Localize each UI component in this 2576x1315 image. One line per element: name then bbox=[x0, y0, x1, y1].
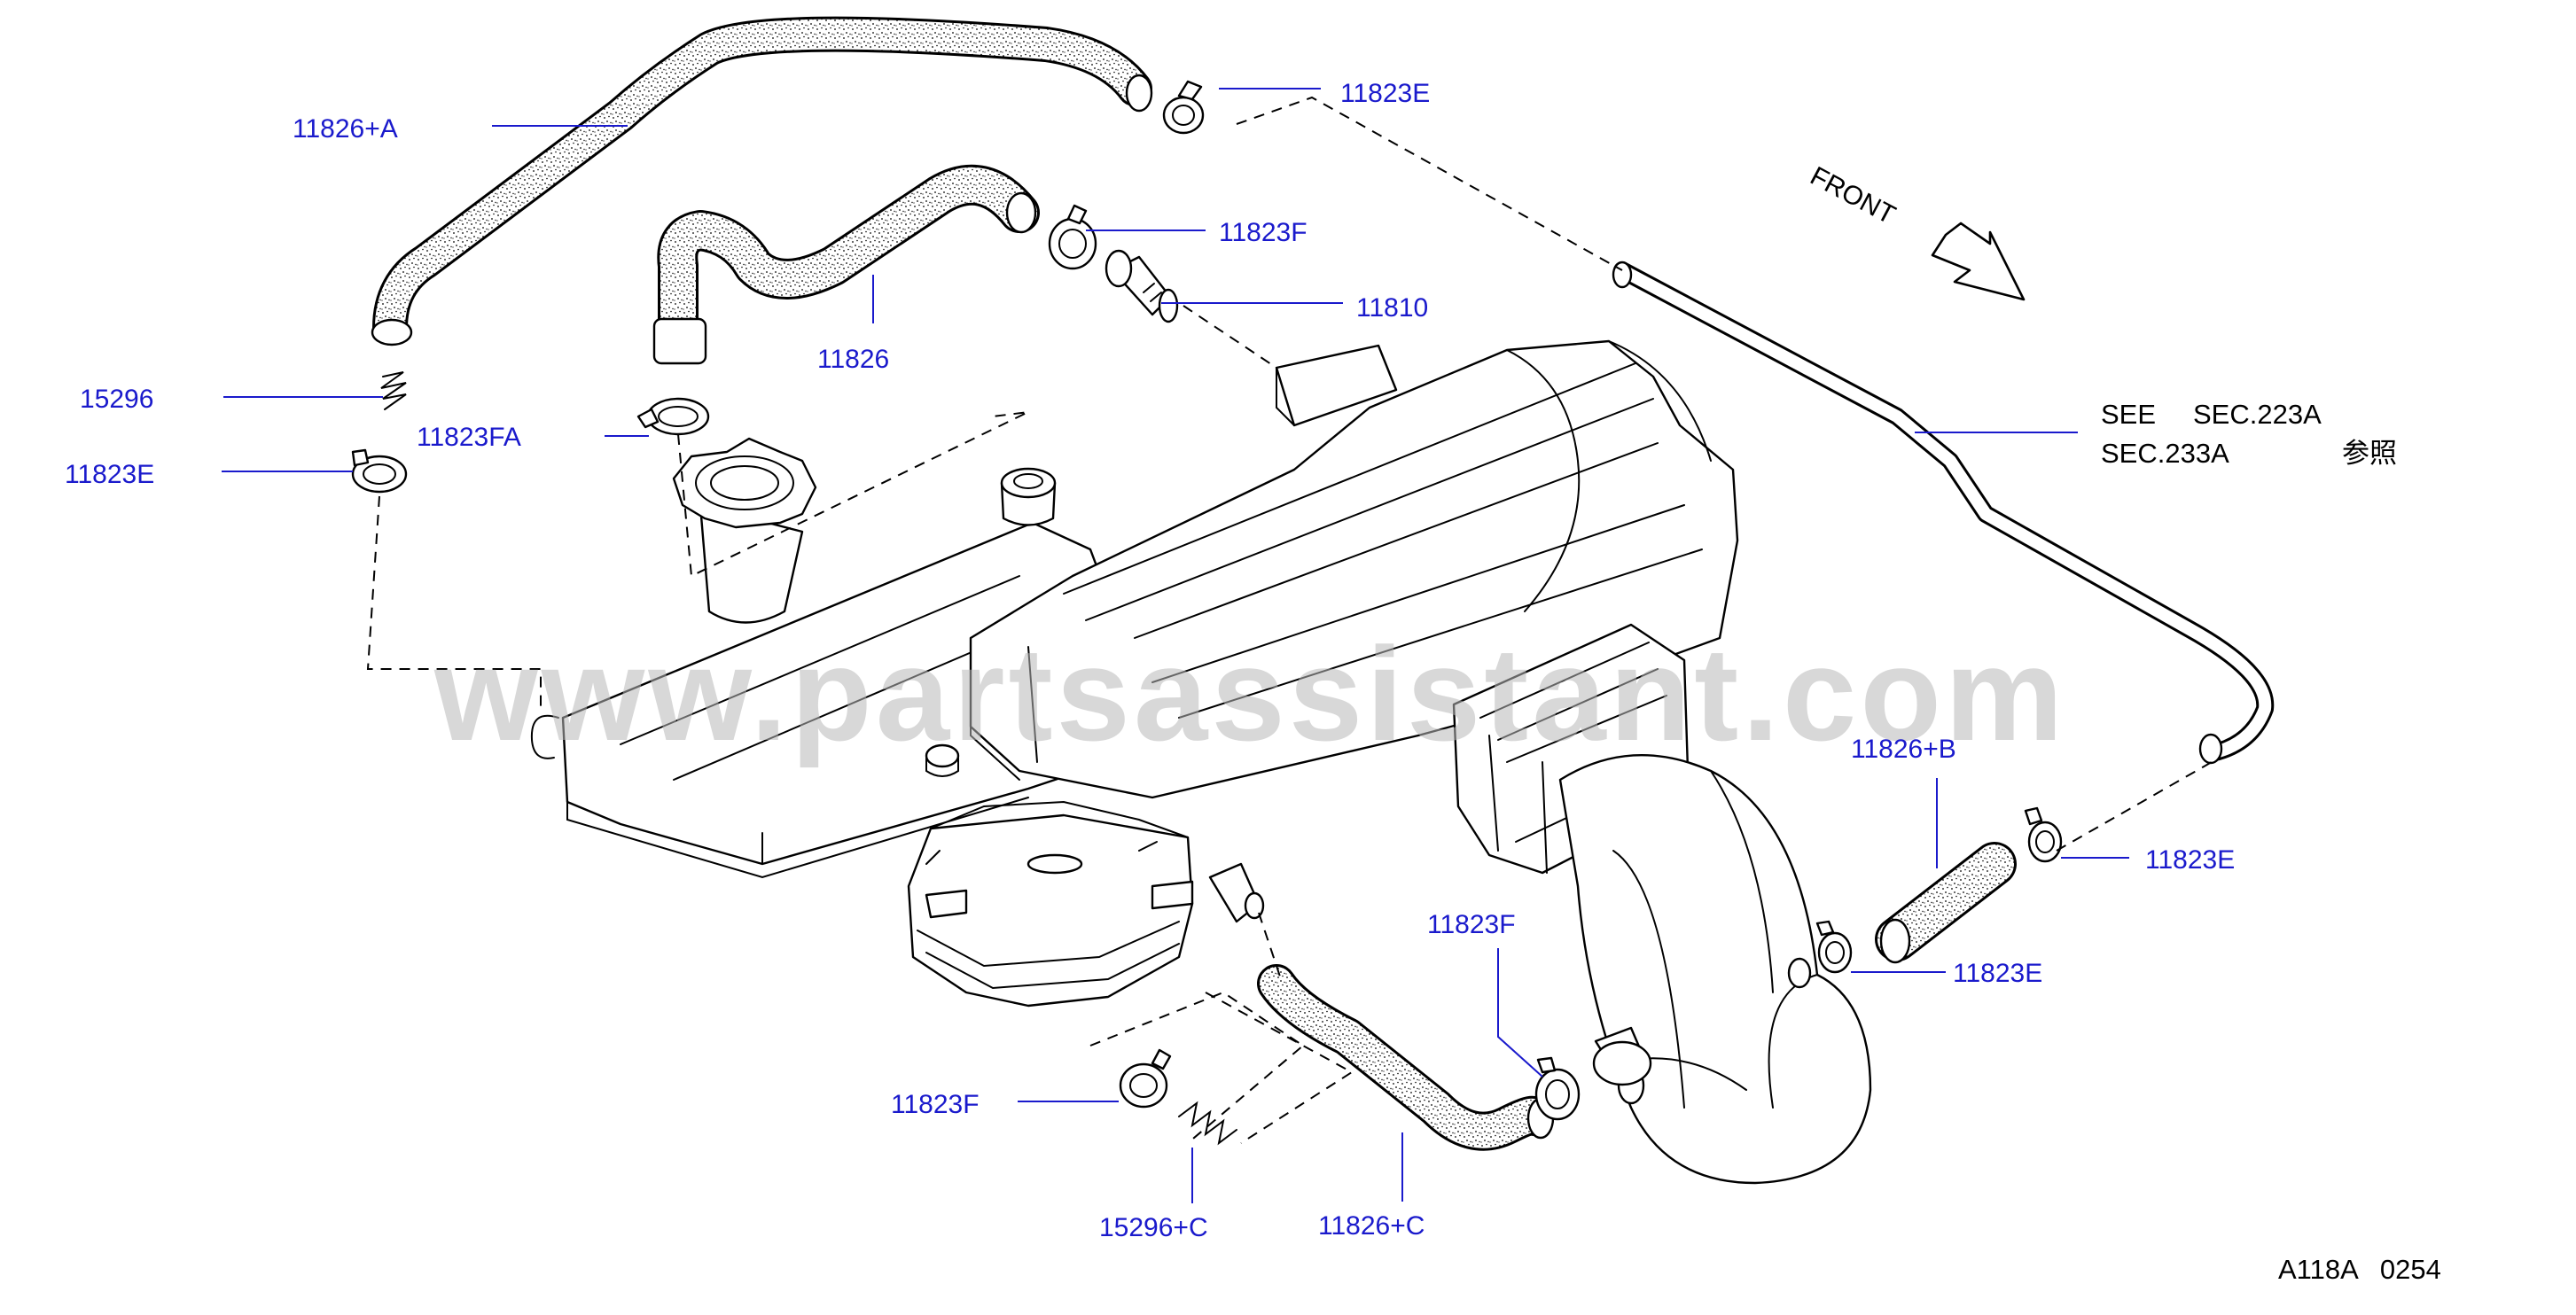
hose-11826-plus-b bbox=[1875, 842, 2017, 964]
part-label-11823e-top[interactable]: 11823E bbox=[1340, 79, 1430, 108]
section-reference: SEE SEC.223A SEC.233A 参照 bbox=[2101, 399, 2397, 469]
part-label-11823e-right[interactable]: 11823E bbox=[2145, 845, 2235, 875]
part-label-11823f-bottom[interactable]: 11823F bbox=[891, 1090, 980, 1119]
part-label-11826[interactable]: 11826 bbox=[817, 345, 889, 374]
part-label-11823f-right[interactable]: 11823F bbox=[1427, 910, 1516, 939]
lower-housing bbox=[907, 813, 1194, 1008]
ref-sec-223a[interactable]: SEC.223A bbox=[2193, 399, 2322, 430]
part-label-11823fa[interactable]: 11823FA bbox=[417, 423, 521, 452]
rigid-pipe bbox=[1612, 261, 2275, 765]
clamp-11823e-right bbox=[2024, 806, 2063, 863]
clamp-11823fa bbox=[636, 397, 710, 436]
part-label-11826-plus-c[interactable]: 11826+C bbox=[1318, 1211, 1425, 1241]
front-direction-indicator: FRONT bbox=[1806, 161, 2026, 301]
clamp-11823e-lower bbox=[1815, 920, 1853, 974]
front-label: FRONT bbox=[1806, 161, 1901, 230]
clamp-11823e-top bbox=[1162, 80, 1205, 135]
ref-sec-233a[interactable]: SEC.233A bbox=[2101, 438, 2229, 469]
spring-15296-plus-c bbox=[1178, 1101, 1237, 1146]
hose-11826-plus-c bbox=[1257, 964, 1555, 1151]
ref-jp-note: 参照 bbox=[2342, 438, 2397, 469]
hose-11826 bbox=[652, 164, 1040, 365]
hose-11826-plus-a bbox=[371, 16, 1153, 346]
part-label-15296[interactable]: 15296 bbox=[80, 385, 153, 414]
part-label-11826-plus-a[interactable]: 11826+A bbox=[293, 114, 398, 144]
clamp-11823e-left bbox=[351, 448, 408, 494]
part-label-11826-plus-b[interactable]: 11826+B bbox=[1851, 735, 1956, 764]
oil-filler-neck bbox=[699, 503, 804, 624]
routing-dashes bbox=[366, 96, 2213, 1144]
air-intake-duct bbox=[1558, 754, 1872, 1185]
ref-see: SEE bbox=[2101, 399, 2156, 430]
diagram-code: A118A 0254 bbox=[2278, 1254, 2441, 1285]
part-label-11823e-left[interactable]: 11823E bbox=[65, 460, 154, 489]
part-label-15296-plus-c[interactable]: 15296+C bbox=[1099, 1213, 1208, 1242]
leader-lines bbox=[222, 88, 2129, 1203]
oil-filler-cap bbox=[672, 437, 817, 529]
spring-15296 bbox=[380, 371, 407, 410]
pcv-valve-11810 bbox=[1105, 249, 1179, 323]
part-label-11823f-top[interactable]: 11823F bbox=[1219, 218, 1308, 247]
clamp-11823f-bottom bbox=[1119, 1048, 1172, 1109]
clamp-11823f-top bbox=[1048, 204, 1097, 270]
part-label-11810[interactable]: 11810 bbox=[1356, 293, 1428, 323]
engine-assembly bbox=[530, 339, 1872, 1185]
part-labels: 11826+A 11823E 11823F 11810 11826 15296 … bbox=[65, 79, 2235, 1242]
front-arrow-icon bbox=[1931, 222, 2026, 301]
clamp-11823f-right bbox=[1534, 1056, 1581, 1121]
watermark: www.partsassistant.com bbox=[433, 619, 2066, 768]
part-label-11823e-lower[interactable]: 11823E bbox=[1953, 959, 2042, 988]
